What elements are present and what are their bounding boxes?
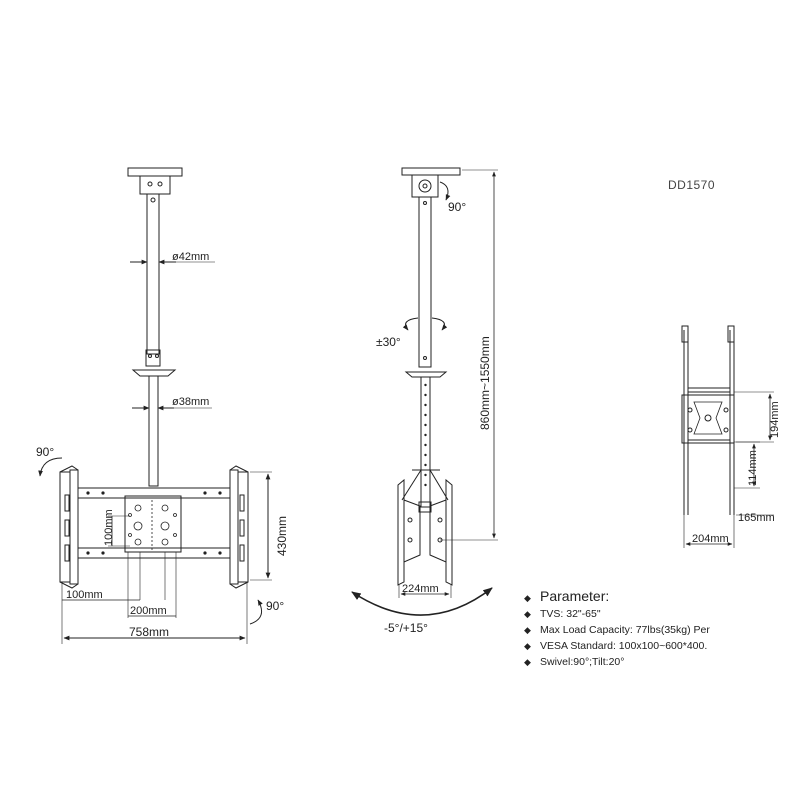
bullet-icon: ◆	[524, 641, 531, 651]
rotation-right-label: 90°	[266, 599, 284, 613]
bullet-icon: ◆	[524, 657, 531, 667]
dim-194-label: 194mm	[769, 401, 781, 438]
front-view	[38, 167, 272, 644]
parameter-item: ◆VESA Standard: 100x100~600*400.	[524, 640, 708, 652]
vesa-200-label: 200mm	[130, 605, 167, 617]
parameter-item: ◆Max Load Capacity: 77lbs(35kg) Per	[524, 624, 710, 636]
dim-165-label: 165mm	[738, 512, 775, 524]
side-view	[351, 167, 498, 616]
bullet-icon: ◆	[524, 593, 531, 603]
rotation-left-label: 90°	[36, 445, 54, 459]
bracket-width-label: 224mm	[402, 583, 439, 595]
overall-width-label: 758mm	[129, 625, 169, 639]
lower-tube-diameter-label: ø38mm	[172, 396, 209, 408]
parameter-list: ◆ Parameter: ◆TVS: 32"-65" ◆Max Load Capa…	[524, 588, 710, 670]
bullet-icon: ◆	[524, 609, 531, 619]
rotation-label: ±30°	[376, 335, 401, 349]
tilt-range-label: -5°/+15°	[384, 621, 428, 635]
model-code: DD1570	[668, 178, 716, 192]
height-range-label: 860mm~1550mm	[478, 336, 492, 430]
dim-114-label: 114mm	[747, 450, 759, 486]
parameter-title: Parameter:	[540, 588, 610, 604]
front-view-labels: ø42mm ø38mm 90° 90° 430mm 100mm 100mm 20…	[36, 251, 289, 639]
swivel-top-label: 90°	[448, 200, 466, 214]
side-view-labels: 90° ±30° 860mm~1550mm 224mm -5°/+15°	[376, 200, 492, 635]
upper-tube-diameter-label: ø42mm	[172, 251, 209, 263]
frame-height-label: 430mm	[275, 516, 289, 556]
bullet-icon: ◆	[524, 625, 531, 635]
vesa-100-horizontal-label: 100mm	[66, 589, 103, 601]
dim-204-label: 204mm	[692, 533, 729, 545]
bracket-detail-labels: 194mm 114mm 165mm 204mm	[692, 401, 781, 545]
bracket-detail-view	[681, 325, 774, 548]
parameter-item: ◆Swivel:90°;Tilt:20°	[524, 656, 625, 668]
vesa-100-vertical-label: 100mm	[103, 509, 115, 546]
parameter-item: ◆TVS: 32"-65"	[524, 608, 601, 620]
